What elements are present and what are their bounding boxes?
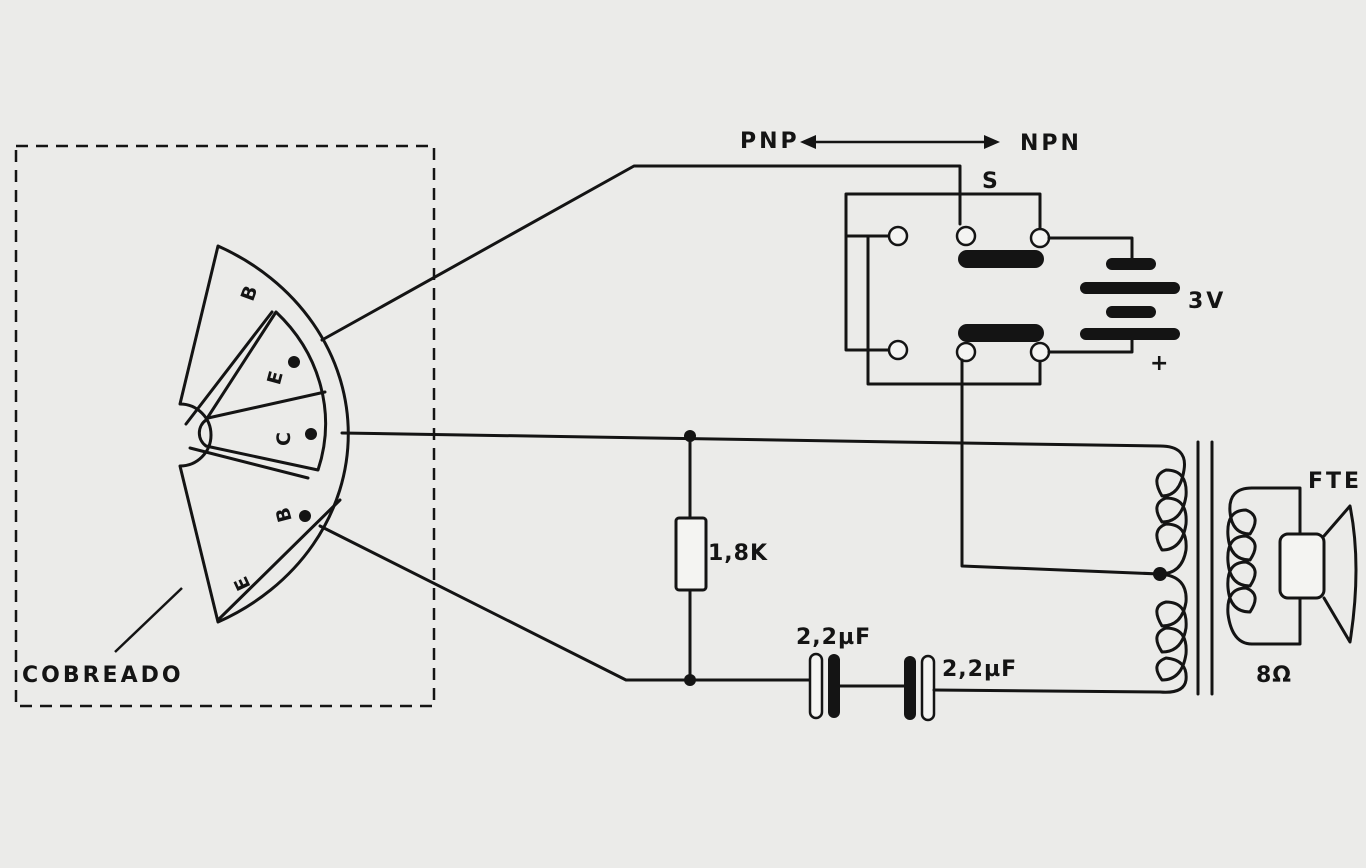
speaker-wire-bottom bbox=[1250, 596, 1302, 646]
capacitor-1-label: 2,2µF bbox=[796, 625, 871, 650]
switch-terminal-top-right bbox=[1029, 227, 1051, 249]
speaker-magnet bbox=[1278, 532, 1326, 600]
speaker-label: FTE bbox=[1308, 469, 1362, 494]
pad-label-e-upper: E bbox=[263, 369, 288, 387]
switch-terminal-bottom-mid bbox=[955, 341, 977, 363]
pad-dot-c bbox=[305, 428, 317, 440]
pad-fan: B E C B E bbox=[178, 244, 350, 624]
pad-label-e-lower: E bbox=[230, 573, 255, 594]
pad-fan-outline bbox=[178, 244, 350, 624]
transformer-secondary-coil bbox=[1226, 486, 1257, 646]
battery-cell-2 bbox=[1080, 282, 1180, 294]
transformer-primary-coil bbox=[1155, 444, 1188, 694]
pad-divider-1 bbox=[206, 390, 327, 420]
switch-wire-left-loop bbox=[866, 234, 1042, 386]
battery-cell-1 bbox=[1106, 258, 1156, 270]
wire-base bbox=[318, 524, 822, 682]
pad-dot-e-upper bbox=[288, 356, 300, 368]
pad-divider-3 bbox=[188, 446, 310, 480]
battery-wire-top bbox=[1047, 236, 1134, 264]
arrow-right-head bbox=[984, 135, 1000, 149]
battery-cell-4 bbox=[1080, 328, 1180, 340]
wire-emitter-to-switch bbox=[320, 164, 962, 342]
wire-collector bbox=[340, 431, 1162, 448]
switch-wire-outer-lower bbox=[844, 234, 890, 352]
switch-terminal-top-mid bbox=[955, 225, 977, 247]
switch-npn-label: NPN bbox=[1020, 131, 1082, 156]
capacitor-1-solid-plate bbox=[828, 654, 840, 718]
switch-wire-outer-left bbox=[844, 192, 1042, 238]
capacitor-2-open-plate bbox=[920, 654, 936, 722]
pad-label-c: C bbox=[273, 432, 295, 446]
capacitor-1 bbox=[808, 652, 840, 720]
pad-divider-2 bbox=[216, 498, 342, 622]
switch-terminal-top-left bbox=[887, 225, 909, 247]
capacitor-2 bbox=[904, 654, 936, 722]
switch-contact-bar-bottom bbox=[958, 324, 1044, 342]
switch-label: S bbox=[982, 169, 1001, 194]
switch-terminal-bottom-left bbox=[887, 339, 909, 361]
board-outline bbox=[14, 144, 436, 708]
switch-pnp-label: PNP bbox=[740, 129, 800, 154]
capacitor-2-label: 2,2µF bbox=[942, 657, 1017, 682]
battery-voltage-label: 3V bbox=[1188, 289, 1226, 314]
pad-label-b-top: B bbox=[237, 283, 263, 304]
speaker-cone bbox=[1322, 504, 1358, 644]
pad-inner-outline bbox=[197, 310, 328, 472]
pad-divider-4 bbox=[184, 310, 274, 426]
switch-contact-bar-top bbox=[958, 250, 1044, 268]
wire-cap-to-transformer bbox=[932, 688, 1162, 694]
battery-cell-3 bbox=[1106, 306, 1156, 318]
arrow-left-head bbox=[800, 135, 816, 149]
switch-terminal-bottom-right bbox=[1029, 341, 1051, 363]
speaker-impedance-label: 8Ω bbox=[1256, 663, 1292, 688]
board-label: COBREADO bbox=[22, 663, 184, 688]
board-leader-line bbox=[114, 587, 183, 653]
wire-switch-to-tap bbox=[960, 358, 1162, 576]
resistor-label: 1,8K bbox=[708, 541, 768, 566]
speaker-wire-top bbox=[1250, 486, 1302, 536]
capacitor-1-open-plate bbox=[808, 652, 824, 720]
resistor bbox=[674, 516, 708, 592]
switch-block bbox=[844, 192, 1051, 386]
battery-plus-label: + bbox=[1150, 351, 1171, 376]
pad-dot-b-lower bbox=[299, 510, 311, 522]
pad-label-b-lower: B bbox=[272, 505, 297, 525]
capacitor-2-solid-plate bbox=[904, 656, 916, 720]
